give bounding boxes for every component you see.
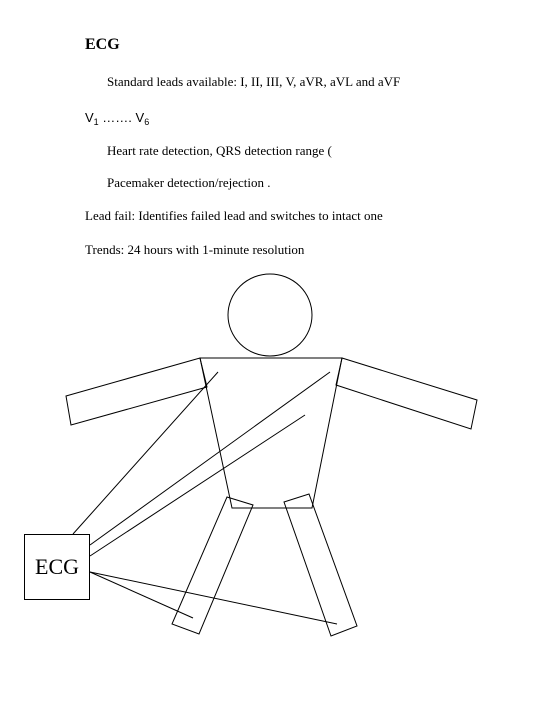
lead-wire-ll [89, 571, 194, 619]
lead-wire-chest [89, 414, 306, 557]
lead-wire-la [89, 371, 331, 546]
ecg-monitor-label: ECG [35, 554, 79, 579]
v-end-sub: 6 [144, 117, 150, 127]
leads-line: Standard leads available: I, II, III, V,… [107, 74, 401, 89]
head-shape [227, 273, 313, 357]
v-end: V [135, 110, 145, 125]
left-arm-shape [65, 357, 208, 426]
lead-wire-ra [72, 371, 219, 535]
right-arm-shape [335, 357, 478, 430]
right-leg-shape [283, 493, 358, 637]
left-leg-shape [171, 496, 254, 635]
page-title: ECG [85, 36, 120, 53]
lead-wire-rl [89, 571, 338, 625]
heart-rate-line: Heart rate detection, QRS detection rang… [107, 143, 332, 158]
ecg-monitor-box: ECG [24, 534, 90, 600]
lead-fail-line: Lead fail: Identifies failed lead and sw… [85, 208, 383, 223]
v-range-line: V1 ……. V6 [85, 110, 149, 127]
v-start-sub: 1 [93, 117, 99, 127]
v-start: V [85, 110, 94, 125]
pacemaker-line: Pacemaker detection/rejection . [107, 175, 271, 190]
torso-shape [199, 357, 343, 509]
v-dots: ……. [98, 110, 136, 125]
trends-line: Trends: 24 hours with 1-minute resolutio… [85, 242, 305, 257]
